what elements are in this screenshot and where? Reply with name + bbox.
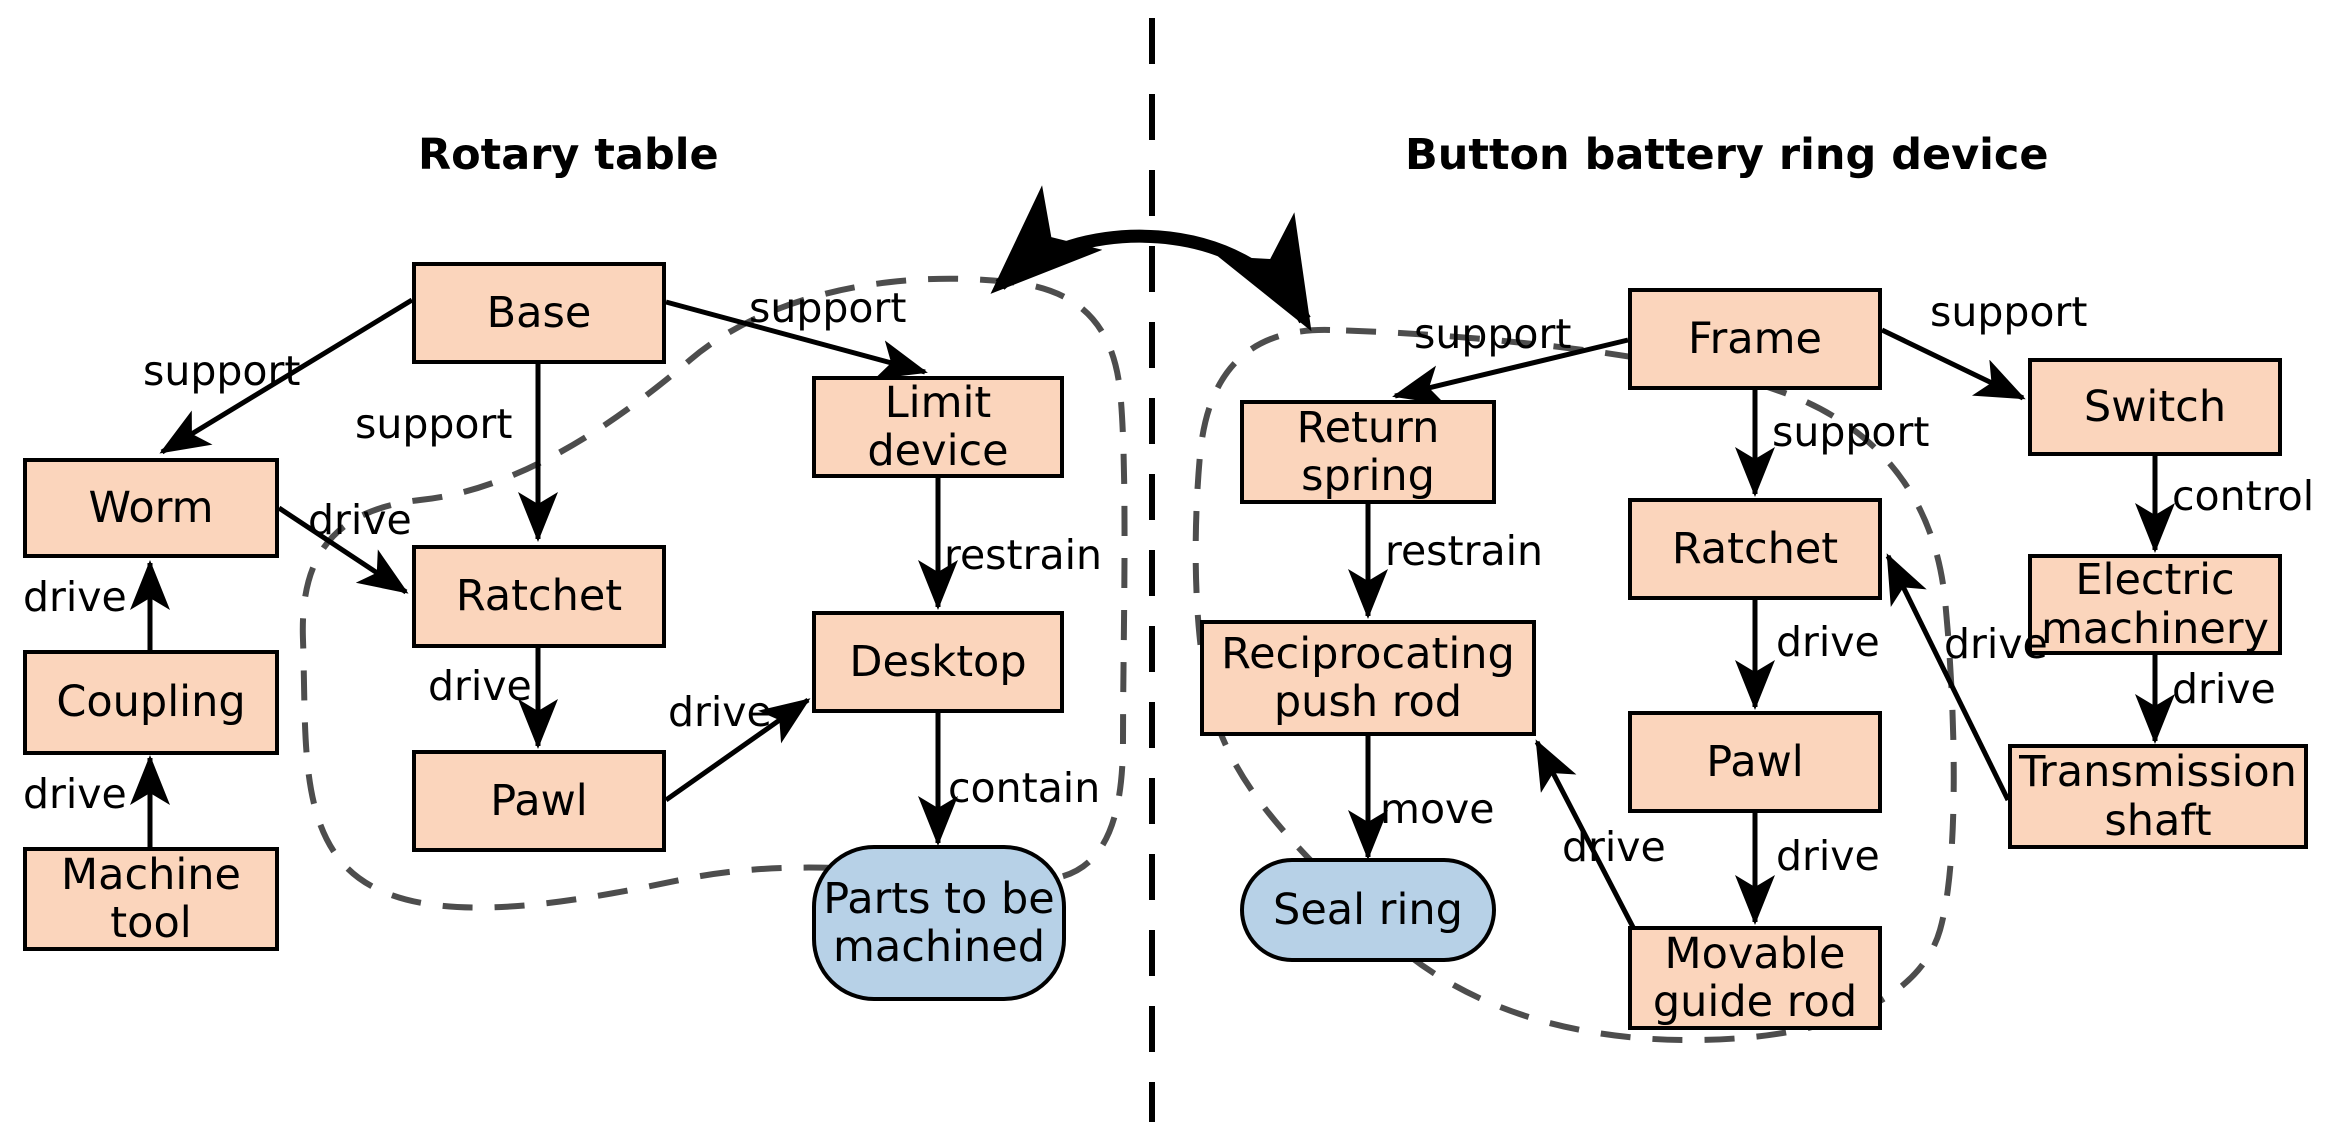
edge-label-switch-motor: control	[2172, 472, 2315, 520]
edge-label-pawl-guiderod: drive	[1776, 832, 1880, 880]
node-guide-rod-label-line2: guide rod	[1652, 977, 1858, 1027]
edge-label-worm-ratchet: drive	[308, 496, 412, 544]
node-ratchet-rotary-label: Ratchet	[455, 571, 623, 622]
edge-label-machinetool-coupling: drive	[23, 770, 127, 818]
edge-label-base-worm: support	[143, 347, 301, 395]
node-ratchet-button[interactable]: Ratchet	[1628, 498, 1882, 600]
node-worm[interactable]: Worm	[23, 458, 279, 558]
node-pawl-rotary-label: Pawl	[490, 775, 588, 826]
edge-label-ratchet-pawl: drive	[428, 662, 532, 710]
node-coupling[interactable]: Coupling	[23, 650, 279, 755]
node-machine-tool-label-line2: tool	[110, 898, 192, 948]
edge-label-frame-returnspring: support	[1414, 310, 1572, 358]
node-pawl-rotary[interactable]: Pawl	[412, 750, 666, 852]
node-transmission-shaft[interactable]: Transmission shaft	[2008, 744, 2308, 849]
node-transmission-shaft-label-line1: Transmission	[2019, 747, 2297, 798]
edge-label-frame-switch: support	[1930, 288, 2088, 336]
node-pawl-button[interactable]: Pawl	[1628, 711, 1882, 813]
node-movable-guide-rod[interactable]: Movable guide rod	[1628, 926, 1882, 1030]
node-guide-rod-label-line1: Movable	[1664, 928, 1846, 979]
node-limit-device-label-line2: device	[867, 426, 1009, 476]
edge-frame-switch	[1880, 327, 2026, 401]
edge-label-base-limit: support	[749, 284, 907, 332]
node-switch-label: Switch	[2083, 381, 2227, 432]
button-panel-title: Button battery ring device	[1405, 130, 2049, 180]
node-parts-label-line1: Parts to be	[823, 873, 1055, 924]
node-limit-device[interactable]: Limit device	[812, 376, 1064, 478]
node-worm-label: Worm	[88, 482, 214, 533]
edge-label-returnspring-pushrod: restrain	[1385, 527, 1543, 575]
node-desktop[interactable]: Desktop	[812, 611, 1064, 713]
node-transmission-shaft-label-line2: shaft	[2104, 795, 2212, 846]
edge-label-desktop-parts: contain	[948, 764, 1101, 812]
edge-frame-returnspring	[1392, 337, 1629, 405]
rotary-panel-title: Rotary table	[418, 130, 719, 180]
node-electric-machinery-label-line1: Electric	[2075, 555, 2235, 606]
node-parts-label-line2: machined	[832, 922, 1046, 972]
edge-label-transmissionshaft-ratchet: drive	[1944, 620, 2048, 668]
button-group-outline	[1192, 326, 1957, 1044]
edge-guiderod-pushrod	[1534, 739, 1653, 962]
node-base[interactable]: Base	[412, 262, 666, 364]
edge-label-pushrod-sealring: move	[1380, 785, 1495, 833]
node-machine-tool[interactable]: Machine tool	[23, 847, 279, 951]
node-coupling-label: Coupling	[56, 677, 246, 728]
node-ratchet-button-label: Ratchet	[1671, 523, 1839, 574]
node-return-spring[interactable]: Return spring	[1240, 400, 1496, 504]
edge-label-ratchet-pawl-right: drive	[1776, 618, 1880, 666]
node-parts-to-be-machined[interactable]: Parts to be machined	[812, 845, 1066, 1001]
node-base-label: Base	[486, 287, 592, 338]
node-limit-device-label-line1: Limit	[884, 377, 992, 428]
node-return-spring-label-line1: Return	[1296, 402, 1440, 453]
node-reciprocating-push-rod[interactable]: Reciprocating push rod	[1200, 620, 1536, 736]
node-electric-machinery-label-line2: machinery	[2041, 603, 2269, 654]
edge-label-frame-ratchet: support	[1772, 408, 1930, 456]
node-pawl-button-label: Pawl	[1706, 736, 1804, 787]
edge-label-motor-transmissionshaft: drive	[2172, 665, 2276, 713]
edge-pawl-desktop	[664, 697, 811, 803]
node-push-rod-label-line1: Reciprocating	[1221, 628, 1515, 679]
node-machine-tool-label-line1: Machine	[61, 849, 241, 900]
node-switch[interactable]: Switch	[2028, 358, 2282, 456]
edge-label-coupling-worm: drive	[23, 573, 127, 621]
node-seal-ring[interactable]: Seal ring	[1240, 858, 1496, 962]
node-push-rod-label-line2: push rod	[1273, 677, 1463, 727]
edge-transmissionshaft-ratchet	[1885, 553, 2011, 802]
node-electric-machinery[interactable]: Electric machinery	[2028, 554, 2282, 655]
edge-worm-ratchet	[277, 505, 409, 595]
node-frame-label: Frame	[1688, 313, 1822, 364]
edge-label-limit-desktop: restrain	[944, 531, 1102, 579]
node-seal-ring-label: Seal ring	[1273, 884, 1463, 935]
edge-base-worm	[159, 297, 414, 455]
node-frame[interactable]: Frame	[1628, 288, 1882, 390]
edge-label-base-ratchet: support	[355, 400, 513, 448]
edge-label-guiderod-pushrod: drive	[1562, 823, 1666, 871]
node-desktop-label: Desktop	[849, 636, 1027, 687]
cross-panel-link-arrow	[990, 185, 1312, 332]
edge-base-limit	[665, 299, 928, 380]
node-return-spring-label-line2: spring	[1301, 451, 1435, 501]
edge-label-pawl-desktop: drive	[668, 688, 772, 736]
rotary-group-outline	[299, 275, 1128, 911]
node-ratchet-rotary[interactable]: Ratchet	[412, 545, 666, 648]
